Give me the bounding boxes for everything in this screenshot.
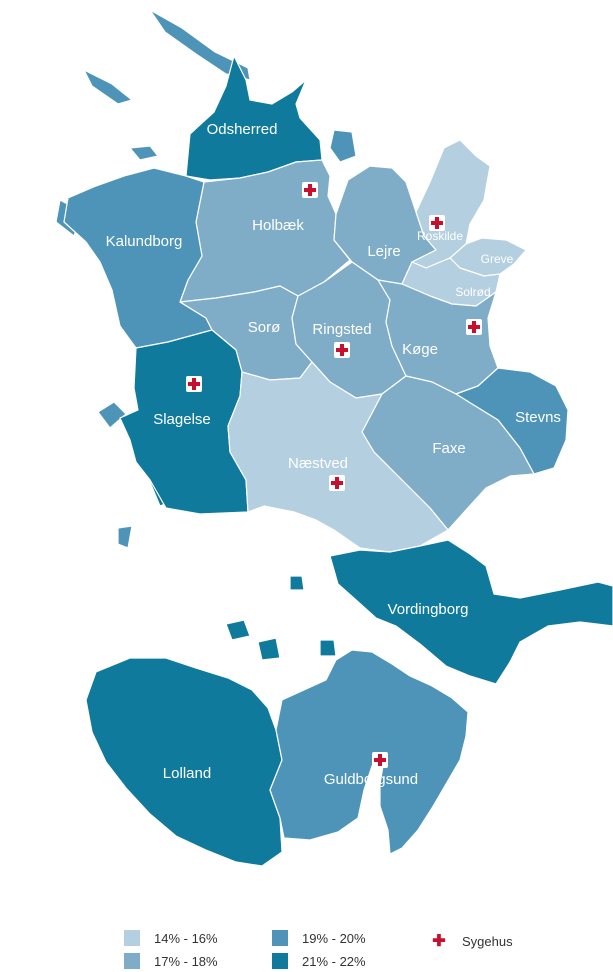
label-koge: Køge — [402, 341, 438, 358]
legend-label: 14% - 16% — [154, 930, 218, 946]
hospital-icon[interactable] — [329, 475, 345, 491]
region-map: Odsherred Holbæk Kalundborg Lejre Roskil… — [55, 9, 613, 867]
island — [225, 619, 251, 641]
island — [329, 129, 357, 163]
region-kalundborg[interactable] — [63, 167, 213, 349]
hospital-icon[interactable] — [466, 319, 482, 335]
label-lolland: Lolland — [163, 765, 211, 782]
label-ringsted: Ringsted — [312, 321, 371, 338]
label-guldborgsund: Guldborgsund — [324, 771, 418, 788]
region-guldborgsund[interactable] — [269, 649, 469, 855]
label-soro: Sorø — [248, 319, 281, 336]
legend-item-14-16: 14% - 16% — [124, 929, 218, 947]
region-vordingborg[interactable] — [329, 539, 613, 685]
legend-swatch — [124, 930, 140, 946]
hospital-icon[interactable] — [372, 752, 388, 768]
island — [117, 525, 133, 549]
hospital-markers — [186, 182, 482, 768]
island — [129, 145, 159, 161]
islands — [55, 9, 357, 661]
label-vordingborg: Vordingborg — [388, 601, 469, 618]
legend-item-21-22: 21% - 22% — [272, 952, 366, 970]
label-slagelse: Slagelse — [153, 411, 211, 428]
hospital-icon[interactable] — [302, 182, 318, 198]
legend-label: Sygehus — [462, 933, 513, 949]
legend-swatch — [124, 953, 140, 969]
hospital-icon[interactable] — [186, 376, 202, 392]
label-stevns: Stevns — [515, 409, 561, 426]
legend-label: 17% - 18% — [154, 953, 218, 969]
label-greve: Greve — [481, 252, 514, 266]
label-odsherred: Odsherred — [207, 121, 278, 138]
island — [83, 69, 133, 105]
label-kalundborg: Kalundborg — [106, 233, 183, 250]
region-labels: Odsherred Holbæk Kalundborg Lejre Roskil… — [106, 121, 561, 788]
island — [289, 575, 305, 591]
region-naestved[interactable] — [227, 361, 449, 553]
region-roskilde[interactable] — [411, 139, 491, 269]
legend-item-17-18: 17% - 18% — [124, 952, 218, 970]
label-faxe: Faxe — [432, 440, 465, 457]
legend-swatch — [272, 953, 288, 969]
island — [319, 639, 337, 657]
legend-swatch — [272, 930, 288, 946]
island — [149, 9, 251, 81]
hospital-icon[interactable] — [429, 215, 445, 231]
island — [97, 401, 127, 429]
region-lolland[interactable] — [85, 657, 283, 867]
label-roskilde: Roskilde — [417, 229, 463, 243]
label-lejre: Lejre — [367, 243, 400, 260]
hospital-icon[interactable] — [334, 342, 350, 358]
island — [257, 637, 281, 661]
legend-item-19-20: 19% - 20% — [272, 929, 366, 947]
label-holbaek: Holbæk — [252, 217, 304, 234]
map-legend: 14% - 16% 17% - 18% 19% - 20% 21% - 22% … — [0, 905, 613, 972]
label-naestved: Næstved — [288, 455, 348, 472]
legend-label: 21% - 22% — [302, 953, 366, 969]
plus-cross-icon: ✚ — [432, 933, 446, 950]
legend-item-hospital: ✚ Sygehus — [432, 932, 513, 950]
legend-label: 19% - 20% — [302, 930, 366, 946]
label-solrod: Solrød — [455, 285, 490, 299]
